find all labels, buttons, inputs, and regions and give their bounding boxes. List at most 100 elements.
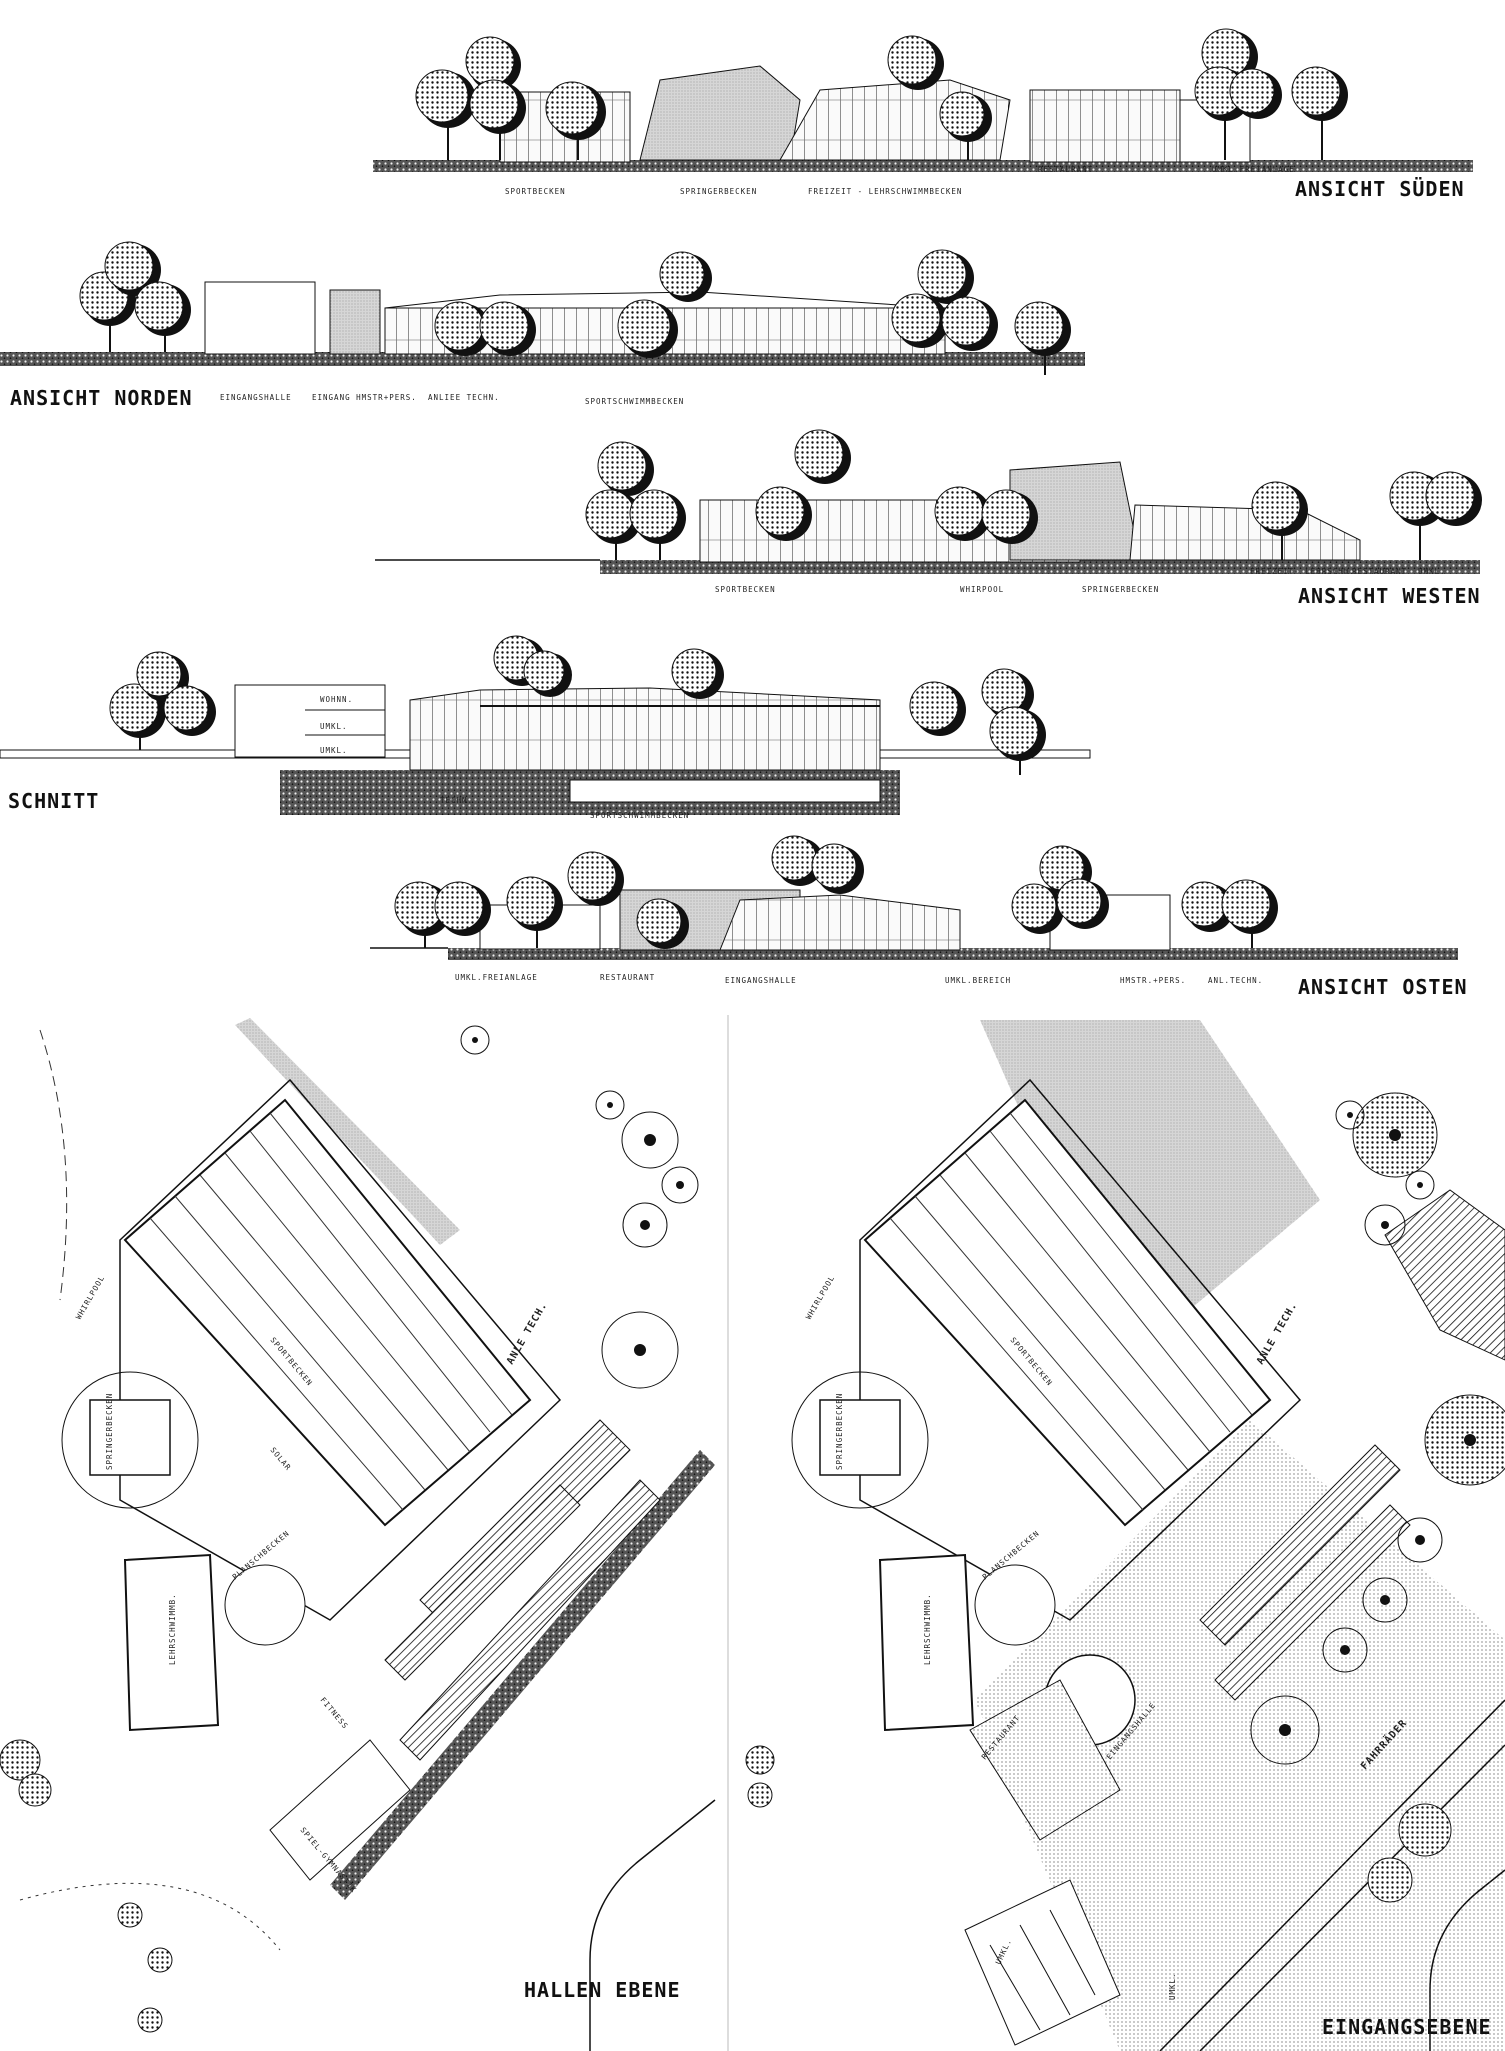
tree: [755, 486, 812, 541]
lehrschwimmbecken: [878, 1553, 975, 1732]
elevation-east: UMKL.FREIANLAGE RESTAURANT EINGANGSHALLE…: [370, 835, 1468, 999]
tree: [909, 681, 966, 736]
tree: [506, 876, 563, 948]
label-wohnung: WOHNN.: [320, 695, 353, 704]
title-ansicht-osten: ANSICHT OSTEN: [1298, 975, 1468, 999]
cabin-rows: [384, 1419, 661, 1761]
site-tree: [1250, 1695, 1320, 1765]
dashed-path: [39, 1029, 68, 1301]
label-sportbecken: SPORTBECKEN: [715, 585, 776, 594]
label-restaurant: RESTAURANT: [1352, 567, 1407, 576]
dashed-path: [19, 1882, 281, 1951]
site-tree: [117, 1902, 143, 1928]
site-tree: [601, 1311, 679, 1389]
ground-strip: [448, 948, 1458, 960]
tree: [1014, 301, 1071, 375]
tree: [597, 441, 654, 496]
glass-slope: [1129, 504, 1361, 561]
tree: [1251, 481, 1308, 560]
label-eingangshalle: EINGANGSHALLE: [725, 976, 797, 985]
site-tree: [18, 1773, 52, 1807]
tree: [134, 281, 191, 352]
label-sportschwimmbecken: SPORTSCHWIMMBECKEN: [585, 397, 684, 406]
tree: [659, 251, 712, 302]
label-sportbecken: SPORTBECKEN: [505, 187, 566, 196]
spiel-gymnastik: [269, 1739, 411, 1881]
label-anlage-technik: ANLIEE TECHN.: [428, 393, 500, 402]
site-tree: [1335, 1100, 1365, 1130]
label-lehrschwimm: LEHRSCHWIMMB.: [168, 1593, 177, 1665]
title-ansicht-westen: ANSICHT WESTEN: [1298, 584, 1481, 608]
site-tree: [622, 1202, 668, 1248]
grey-field: [980, 1020, 1320, 1360]
springerbecken-circle: [791, 1371, 929, 1509]
tree: [79, 271, 136, 352]
tree: [479, 301, 536, 356]
tree: [771, 835, 824, 886]
springerbecken: [819, 1399, 901, 1476]
tree: [981, 489, 1038, 544]
road-curve: [589, 1799, 716, 2051]
site-tree: [1405, 1170, 1435, 1200]
tree: [1425, 471, 1482, 526]
tree: [989, 706, 1046, 775]
label-eingang-personal: EINGANG HMSTR+PERS.: [312, 393, 417, 402]
site-tree: [147, 1947, 173, 1973]
title-ansicht-sueden: ANSICHT SÜDEN: [1295, 177, 1465, 201]
dotted-edge: [330, 1450, 715, 1900]
tree: [434, 301, 491, 356]
dark-strip: [235, 1018, 460, 1245]
ground-strip: [600, 560, 1480, 574]
tree: [917, 249, 974, 304]
section: WOHNN. UMKL. UMKL. TECHN. SPORTSCHWIMMBE…: [0, 635, 1091, 820]
site-tree: [1367, 1857, 1413, 1903]
tree: [465, 36, 521, 91]
building-left: [234, 684, 386, 758]
tree: [545, 81, 606, 160]
tree: [629, 489, 686, 560]
label-springerbecken: SPRINGERBECKEN: [1082, 585, 1159, 594]
tree: [887, 35, 944, 90]
tree: [585, 489, 642, 560]
title-hallen-ebene: HALLEN EBENE: [524, 1978, 681, 2002]
site-tree: [137, 2007, 163, 2033]
restaurant-block: [1029, 89, 1181, 163]
title-ansicht-norden: ANSICHT NORDEN: [10, 386, 193, 410]
plan-hallen-ebene: ANLE TECH. WHIRLPOOL SPRINGERBECKEN SPOR…: [0, 1015, 716, 2051]
label-umkl-2: UMKL.: [320, 746, 348, 755]
label-eingangshalle: EINGANGSHALLE: [220, 393, 292, 402]
tree: [1291, 66, 1348, 160]
tree: [617, 299, 678, 358]
tree: [671, 648, 724, 699]
cabin-rows: [1199, 1444, 1411, 1701]
tree: [469, 79, 526, 160]
title-eingangsebene: EINGANGSEBENE: [1322, 2015, 1492, 2039]
label-freianlage: UMKL.FREIANLAGE: [455, 973, 538, 982]
tree: [794, 429, 851, 484]
site-tree: [661, 1166, 699, 1204]
label-anl-techn: ANL.TECHN.: [1208, 976, 1263, 985]
tree: [415, 69, 476, 160]
title-schnitt: SCHNITT: [8, 789, 99, 813]
road-curve: [1429, 1869, 1505, 2051]
site-tree: [460, 1025, 490, 1055]
lehrschwimmbecken: [123, 1553, 220, 1732]
label-springerbecken: SPRINGERBECKEN: [105, 1393, 114, 1470]
glass-hall: [719, 894, 961, 951]
site-tree: [1397, 1517, 1443, 1563]
tree: [636, 898, 689, 949]
plan-eingangsebene: ANLE TECH. WHIRLPOOL SPRINGERBECKEN SPOR…: [740, 1015, 1505, 2051]
ground-strip: [0, 352, 1085, 366]
tree: [939, 91, 992, 160]
label-technik: TECHN.: [440, 796, 473, 805]
tree: [891, 293, 948, 348]
tree: [1011, 883, 1064, 934]
label-restaurant: RESTAURANT: [1038, 165, 1093, 174]
label-umkl: UMKL.: [1418, 567, 1446, 576]
planschbecken: [224, 1564, 306, 1646]
site-tree: [1364, 1204, 1406, 1246]
elevation-north: ANSICHT NORDEN EINGANGSHALLE EINGANG HMS…: [0, 241, 1085, 410]
site-tree: [1398, 1803, 1452, 1857]
pool-basin: [569, 779, 881, 803]
lane-lines: [149, 1112, 513, 1511]
